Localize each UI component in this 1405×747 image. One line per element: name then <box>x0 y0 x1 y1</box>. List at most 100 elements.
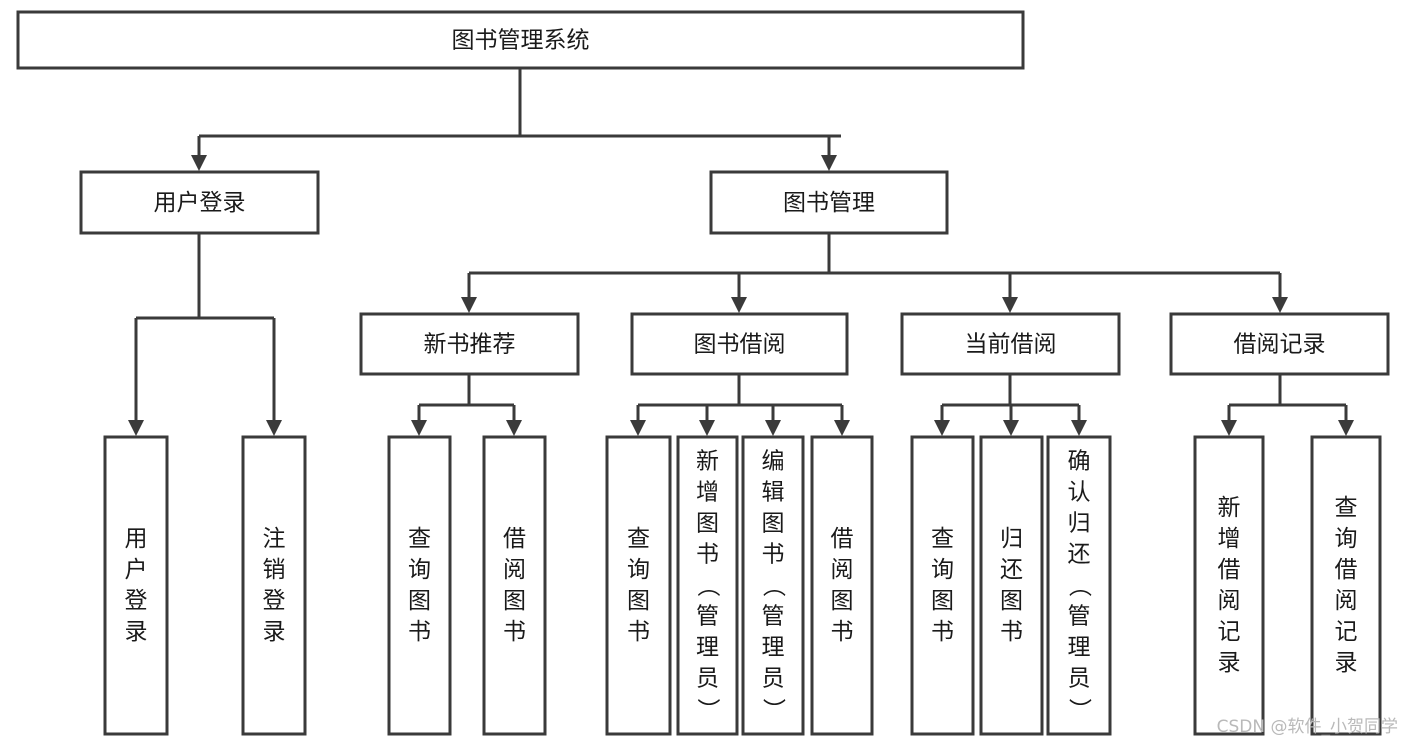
svg-text:书: 书 <box>696 542 719 568</box>
svg-text:录: 录 <box>1335 650 1358 676</box>
svg-text:新: 新 <box>1218 495 1241 521</box>
arrow-leaf-edit-book <box>765 420 781 436</box>
arrow-leaf-q-cur <box>934 420 950 436</box>
svg-text:录: 录 <box>263 619 286 645</box>
arrow-leaf-confirm <box>1071 420 1087 436</box>
svg-text:图: 图 <box>408 588 431 614</box>
node-box-book-manage[interactable] <box>709 170 949 235</box>
svg-text:）: ） <box>695 698 721 721</box>
node-box-leaf-query-book-rec[interactable] <box>387 435 452 736</box>
svg-text:图: 图 <box>1000 588 1023 614</box>
svg-text:书: 书 <box>762 542 785 568</box>
svg-text:户: 户 <box>125 557 148 583</box>
node-label-book-borrow: 图书借阅 <box>694 332 786 358</box>
node-box-user-login[interactable] <box>79 170 320 235</box>
svg-text:新: 新 <box>696 449 719 475</box>
svg-text:借: 借 <box>1218 557 1241 583</box>
node-box-leaf-query-book-cur[interactable] <box>910 435 975 736</box>
node-box-leaf-edit-book[interactable] <box>741 435 805 736</box>
arrow-leaf-user-login <box>128 420 144 436</box>
svg-text:阅: 阅 <box>1335 588 1358 614</box>
node-label-root: 图书管理系统 <box>452 28 590 54</box>
svg-text:记: 记 <box>1218 619 1241 645</box>
node-label-user-login: 用户登录 <box>154 190 246 216</box>
svg-text:图: 图 <box>627 588 650 614</box>
svg-text:查: 查 <box>931 526 954 552</box>
svg-text:书: 书 <box>931 619 954 645</box>
svg-text:查: 查 <box>627 526 650 552</box>
node-box-new-book-recommend[interactable] <box>359 312 580 376</box>
svg-text:登: 登 <box>125 588 148 614</box>
svg-text:询: 询 <box>627 557 650 583</box>
svg-text:注: 注 <box>263 526 286 552</box>
node-box-leaf-return-book[interactable] <box>979 435 1044 736</box>
svg-text:理: 理 <box>696 635 719 661</box>
svg-text:员: 员 <box>762 666 785 692</box>
svg-text:记: 记 <box>1335 619 1358 645</box>
svg-text:录: 录 <box>1218 650 1241 676</box>
svg-text:借: 借 <box>831 526 854 552</box>
svg-text:员: 员 <box>696 666 719 692</box>
node-box-leaf-query-record[interactable] <box>1310 435 1382 736</box>
svg-text:图: 图 <box>931 588 954 614</box>
svg-text:询: 询 <box>1335 526 1358 552</box>
svg-text:用: 用 <box>125 526 148 552</box>
svg-text:确: 确 <box>1068 449 1091 475</box>
svg-text:录: 录 <box>125 619 148 645</box>
node-box-book-borrow[interactable] <box>630 312 849 376</box>
arrow-leaf-borrow-book <box>834 420 850 436</box>
node-box-borrow-record[interactable] <box>1169 312 1390 376</box>
svg-text:还: 还 <box>1000 557 1023 583</box>
node-label-book-manage: 图书管理 <box>783 190 875 216</box>
arrow-current <box>1002 297 1018 313</box>
svg-text:管: 管 <box>1068 604 1091 630</box>
arrow-user-login <box>191 155 207 171</box>
arrow-leaf-add-book <box>699 420 715 436</box>
node-box-leaf-confirm-return[interactable] <box>1046 435 1112 736</box>
arrow-leaf-q-rec2 <box>1338 420 1354 436</box>
svg-text:归: 归 <box>1068 511 1091 537</box>
svg-text:登: 登 <box>263 588 286 614</box>
node-label-current-borrow: 当前借阅 <box>965 332 1057 358</box>
arrow-leaf-logout <box>266 420 282 436</box>
svg-text:书: 书 <box>627 619 650 645</box>
csdn-watermark: CSDN @软件_小贺同学 <box>1217 717 1398 737</box>
svg-text:管: 管 <box>762 604 785 630</box>
svg-text:图: 图 <box>503 588 526 614</box>
arrow-book-manage <box>821 155 837 171</box>
arrow-rec <box>461 297 477 313</box>
node-box-leaf-borrow-book-rec[interactable] <box>482 435 547 736</box>
node-box-current-borrow[interactable] <box>900 312 1121 376</box>
svg-text:理: 理 <box>762 635 785 661</box>
svg-text:书: 书 <box>831 619 854 645</box>
svg-text:辑: 辑 <box>762 480 785 506</box>
svg-text:询: 询 <box>931 557 954 583</box>
arrow-leaf-q-rec <box>411 420 427 436</box>
node-box-leaf-add-record[interactable] <box>1193 435 1265 736</box>
node-label-leaf-user-login: 用户登录 <box>125 526 148 645</box>
svg-text:销: 销 <box>263 557 286 583</box>
svg-text:认: 认 <box>1068 480 1091 506</box>
arrow-borrow <box>731 297 747 313</box>
svg-text:阅: 阅 <box>831 557 854 583</box>
svg-text:管: 管 <box>696 604 719 630</box>
nodes-layer: 图书管理系统用户登录图书管理新书推荐图书借阅当前借阅借阅记录用户登录注销登录查询… <box>16 10 1390 736</box>
node-box-leaf-borrow-book[interactable] <box>810 435 874 736</box>
svg-text:借: 借 <box>1335 557 1358 583</box>
node-box-leaf-query-book-borrow[interactable] <box>605 435 672 736</box>
node-box-leaf-add-book[interactable] <box>676 435 739 736</box>
arrow-leaf-q-borrow <box>630 420 646 436</box>
node-box-root[interactable] <box>16 10 1025 70</box>
arrow-leaf-return <box>1003 420 1019 436</box>
arrowheads-layer <box>128 155 1354 436</box>
node-box-leaf-user-login[interactable] <box>103 435 169 736</box>
node-box-leaf-logout[interactable] <box>241 435 307 736</box>
node-label-borrow-record: 借阅记录 <box>1234 332 1326 358</box>
